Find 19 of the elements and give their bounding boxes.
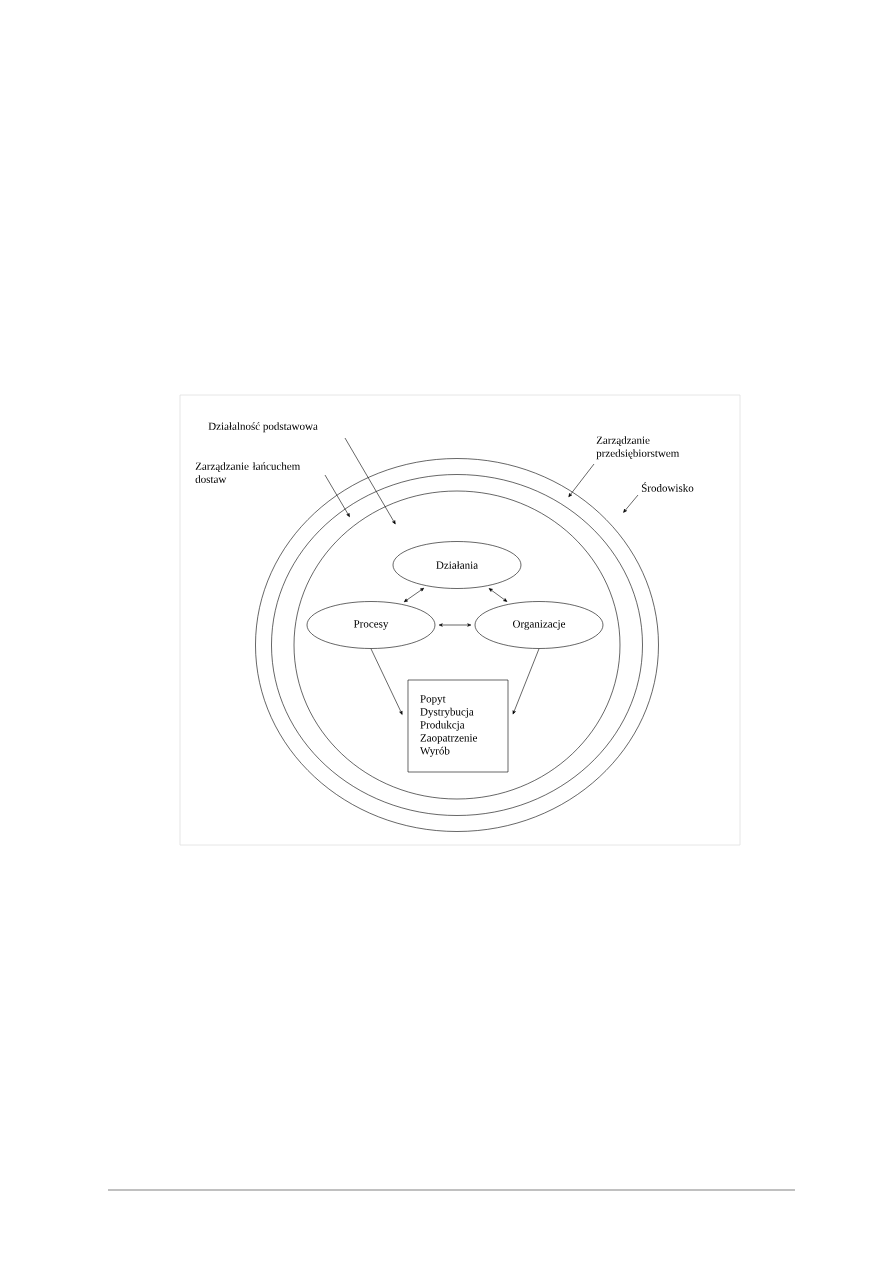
arrow [488, 588, 508, 602]
ring [293, 490, 621, 800]
label-text: Zarządzanie łańcuchem dostaw [195, 462, 301, 483]
ellipse-node: Działania [392, 541, 522, 589]
ellipse-node: Procesy [306, 601, 436, 649]
leader-arrow [623, 494, 639, 513]
arrow [370, 648, 403, 715]
leader-arrow [568, 463, 595, 498]
ellipse-node: Organizacje [474, 601, 604, 649]
arrow [512, 648, 540, 715]
ring [271, 474, 643, 816]
label-text: Środowisko [641, 482, 694, 492]
arrow [403, 587, 425, 603]
leader-arrow [344, 437, 396, 525]
leader-arrow [324, 474, 350, 518]
label-text: Działalność podstawowa [208, 422, 318, 433]
list-box: Popyt Dystrybucja Produkcja Zaopatrzenie Wyrób [407, 679, 509, 773]
arrow [438, 623, 472, 627]
label-text: Zarządzanie przedsiębiorstwem [596, 436, 680, 460]
